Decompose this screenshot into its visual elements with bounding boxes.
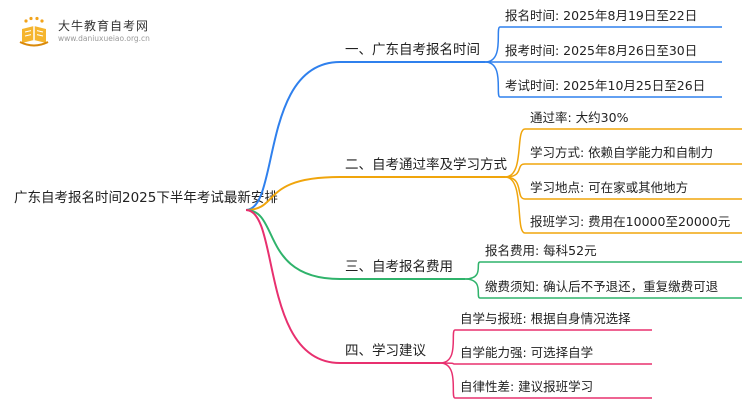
leaf-topic: 自学与报班: 根据自身情况选择 (460, 311, 631, 326)
leaf-connector (504, 176, 526, 234)
leaf-topic: 缴费须知: 确认后不予退还，重复缴费可退 (485, 279, 719, 294)
branch-connector (245, 209, 341, 364)
leaf-topic: 自律性差: 建议报班学习 (460, 379, 593, 394)
branch-topic: 一、广东自考报名时间 (345, 42, 480, 58)
leaf-topic: 报班学习: 费用在10000至20000元 (530, 214, 730, 229)
leaf-topic: 学习地点: 可在家或其他地方 (530, 180, 688, 195)
book-logo-icon (19, 16, 49, 47)
site-logo: 大牛教育自考网 www.daniuxueiao.org.cn (16, 15, 236, 49)
leaf-topic: 报名时间: 2025年8月19日至22日 (505, 8, 697, 23)
leaf-connector (439, 329, 456, 364)
branch-connector (245, 176, 341, 211)
branch-topic: 二、自考通过率及学习方式 (345, 156, 507, 173)
leaf-connector (484, 26, 501, 63)
logo-site-name: 大牛教育自考网 (58, 19, 150, 33)
leaf-connector (504, 128, 526, 178)
branch-topic: 三、自考报名费用 (345, 259, 453, 275)
root-topic: 广东自考报名时间2025下半年考试最新安排 (14, 190, 278, 206)
leaf-topic: 考试时间: 2025年10月25日至26日 (505, 78, 705, 93)
logo-site-url: www.daniuxueiao.org.cn (58, 34, 150, 43)
branch-connector (245, 209, 341, 280)
leaf-connector (464, 278, 481, 299)
leaf-connector (439, 362, 456, 399)
leaf-connector (504, 176, 526, 200)
leaf-topic: 学习方式: 依赖自学能力和自制力 (530, 145, 713, 160)
leaf-topic: 自学能力强: 可选择自学 (460, 345, 593, 360)
leaf-topic: 报考时间: 2025年8月26日至30日 (505, 43, 697, 58)
leaf-connector (464, 261, 481, 280)
branch-connector (245, 61, 341, 211)
branch-topic: 四、学习建议 (345, 343, 426, 359)
leaf-topic: 通过率: 大约30% (530, 110, 629, 125)
leaf-connector (484, 61, 501, 98)
leaf-topic: 报名费用: 每科52元 (485, 243, 597, 258)
